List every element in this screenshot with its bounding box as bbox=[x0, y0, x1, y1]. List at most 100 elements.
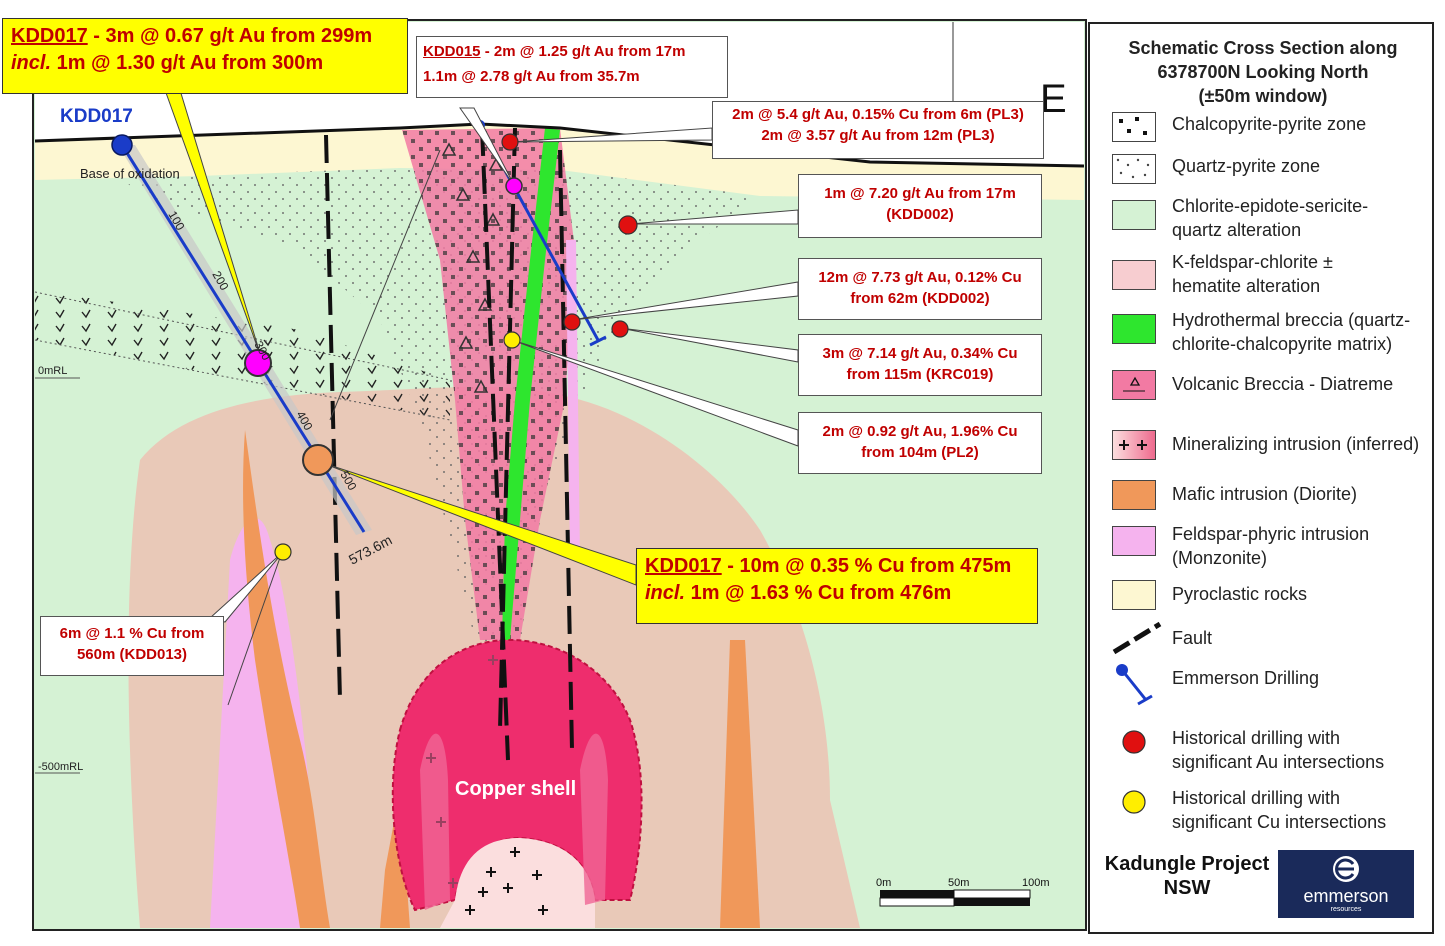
legend-label-line: Chlorite-epidote-sericite- bbox=[1172, 196, 1369, 216]
swatch-pyroclastic bbox=[1112, 580, 1156, 610]
hydrothermal-breccia bbox=[502, 128, 560, 640]
scale-label-100: 100m bbox=[1022, 877, 1050, 889]
kdd015-intersection bbox=[505, 177, 523, 195]
callout-kdd013: 6m @ 1.1 % Cu from 560m (KDD013) bbox=[40, 616, 224, 676]
legend-label: Mafic intrusion (Diorite) bbox=[1172, 484, 1358, 504]
legend-label-line: significant Au intersections bbox=[1172, 752, 1385, 772]
copper-shell-label: Copper shell bbox=[455, 778, 576, 800]
mafic-dyke-left bbox=[243, 430, 330, 928]
legend-label: Feldspar-phyric intrusion (Monzonite) bbox=[1172, 522, 1369, 570]
legend-label: Pyroclastic rocks bbox=[1172, 584, 1308, 604]
quartz-pyrite-pattern-icon bbox=[1116, 158, 1150, 179]
legend-panel: Schematic Cross Section along 6378700N L… bbox=[1088, 22, 1434, 934]
callout-kdd015: KDD015 - 2m @ 1.25 g/t Au from 17m 1.1m … bbox=[416, 36, 728, 98]
legend-label-line: Historical drilling with bbox=[1172, 788, 1341, 808]
red-circle-icon bbox=[1122, 730, 1146, 754]
logo-name: emmerson bbox=[1303, 886, 1389, 906]
callout-text: 6m @ 1.1 % Cu from bbox=[59, 625, 205, 642]
legend-label: Quartz-pyrite zone bbox=[1172, 156, 1321, 176]
legend-title-line: Schematic Cross Section along bbox=[1128, 38, 1398, 58]
project-title-line: Kadungle Project bbox=[1104, 853, 1270, 875]
callout-text: - 10m @ 0.35 % Cu from 475m bbox=[721, 555, 1012, 577]
hole-id: KDD017 bbox=[11, 25, 88, 47]
legend-label: Hydrothermal breccia (quartz- chlorite-c… bbox=[1172, 308, 1410, 356]
callout-text: 1m @ 1.63 % Cu from 476m bbox=[685, 582, 952, 604]
legend-label-line: quartz alteration bbox=[1172, 220, 1302, 240]
legend-label-line: Hydrothermal breccia (quartz- bbox=[1172, 310, 1411, 330]
legend-label-line: hematite alteration bbox=[1172, 276, 1321, 296]
scale-label-50: 50m bbox=[948, 877, 969, 889]
swatch-chalcopyrite bbox=[1112, 112, 1156, 142]
copper-shell bbox=[391, 638, 643, 912]
topographic-surface bbox=[34, 122, 1085, 168]
legend-label: Chlorite-epidote-sericite- quartz altera… bbox=[1172, 194, 1368, 242]
rl-0-label: 0mRL bbox=[38, 365, 67, 377]
legend-label: K-feldspar-chlorite ± hematite alteratio… bbox=[1172, 250, 1333, 298]
legend-label-line: K-feldspar-chlorite ± bbox=[1172, 252, 1333, 272]
legend-label: Emmerson Drilling bbox=[1172, 668, 1320, 688]
legend-label-line: significant Cu intersections bbox=[1172, 812, 1387, 832]
callout-text: 2m @ 3.57 g/t Au from 12m (PL3) bbox=[761, 127, 995, 144]
project-title-line: NSW bbox=[1163, 877, 1211, 899]
callout-text: 560m (KDD013) bbox=[76, 646, 188, 663]
swatch-monzonite bbox=[1112, 526, 1156, 556]
kdd017-hole-label: KDD017 bbox=[60, 106, 133, 127]
callout-text: 1.1m @ 2.78 g/t Au from 35.7m bbox=[423, 68, 640, 85]
incl-label: incl. bbox=[11, 52, 52, 74]
callout-text: 12m @ 7.73 g/t Au, 0.12% Cu bbox=[818, 269, 1022, 286]
callout-text: 1m @ 7.20 g/t Au from 17m bbox=[824, 185, 1016, 202]
kdd017-au-intersection bbox=[244, 349, 272, 377]
drill-hole-icon bbox=[1116, 664, 1153, 706]
callout-pointers bbox=[208, 107, 799, 623]
project-title: Kadungle Project NSW bbox=[1094, 852, 1280, 900]
yellow-circle-icon bbox=[1122, 790, 1146, 814]
callout-kdd002-b: 12m @ 7.73 g/t Au, 0.12% Cu from 62m (KD… bbox=[798, 258, 1042, 320]
logo-sub: resources bbox=[1330, 906, 1362, 913]
legend-label-line: (Monzonite) bbox=[1172, 548, 1268, 568]
callout-kdd017-top: KDD017 - 3m @ 0.67 g/t Au from 299m incl… bbox=[2, 18, 408, 94]
legend-label: Chalcopyrite-pyrite zone bbox=[1172, 114, 1367, 134]
legend-label-line: chlorite-chalcopyrite matrix) bbox=[1172, 334, 1393, 354]
callout-text: - 3m @ 0.67 g/t Au from 299m bbox=[87, 25, 373, 47]
callout-text: 3m @ 7.14 g/t Au, 0.34% Cu bbox=[822, 345, 1018, 362]
swatch-kfeldspar bbox=[1112, 260, 1156, 290]
callout-krc019: 3m @ 7.14 g/t Au, 0.34% Cu from 115m (KR… bbox=[798, 334, 1042, 396]
swatch-mineralizing-intrusion bbox=[1112, 430, 1156, 460]
hole-id: KDD015 bbox=[423, 43, 481, 60]
plus-cross-icon bbox=[1119, 440, 1147, 450]
scale-label-0: 0m bbox=[876, 877, 891, 889]
legend-label: Fault bbox=[1172, 628, 1213, 648]
swatch-chlorite bbox=[1112, 200, 1156, 230]
callout-text: 2m @ 5.4 g/t Au, 0.15% Cu from 6m (PL3) bbox=[732, 106, 1024, 123]
breccia-triangle-icon bbox=[1123, 376, 1145, 392]
kdd017-cu-intersection bbox=[302, 444, 334, 476]
historical-cu-holes bbox=[274, 331, 521, 561]
rl-minus500-label: -500mRL bbox=[38, 761, 83, 773]
emmerson-logo: emmerson resources bbox=[1278, 850, 1414, 918]
fault-line-icon bbox=[1112, 621, 1162, 655]
chlorite-band bbox=[35, 290, 450, 420]
incl-label: incl. bbox=[645, 582, 686, 604]
hole-id: KDD017 bbox=[645, 555, 722, 577]
legend-label: Historical drilling with significant Cu … bbox=[1172, 786, 1386, 834]
chalcopyrite-pattern-icon bbox=[1119, 117, 1147, 135]
scale-bar bbox=[879, 889, 1031, 907]
legend-label: Historical drilling with significant Au … bbox=[1172, 726, 1384, 774]
callout-kdd017-bottom: KDD017 - 10m @ 0.35 % Cu from 475m incl.… bbox=[636, 548, 1038, 624]
legend-label: Volcanic Breccia - Diatreme bbox=[1172, 374, 1394, 394]
swatch-diatreme bbox=[1112, 370, 1156, 400]
callout-pl3: 2m @ 5.4 g/t Au, 0.15% Cu from 6m (PL3) … bbox=[712, 101, 1044, 159]
historical-au-holes bbox=[501, 133, 638, 338]
mineralizing-intrusion-crosses bbox=[426, 655, 548, 915]
legend-label-line: Historical drilling with bbox=[1172, 728, 1341, 748]
faults bbox=[324, 127, 574, 761]
base-of-oxidation-label: Base of oxidation bbox=[80, 166, 180, 181]
swatch-quartz-pyrite bbox=[1112, 154, 1156, 184]
legend-title-line: 6378700N Looking North bbox=[1157, 62, 1369, 82]
legend-title: Schematic Cross Section along 6378700N L… bbox=[1090, 36, 1436, 108]
mafic-dyke-right bbox=[720, 640, 760, 928]
callout-text: from 62m (KDD002) bbox=[850, 290, 990, 307]
callout-text: - 2m @ 1.25 g/t Au from 17m bbox=[480, 43, 686, 60]
